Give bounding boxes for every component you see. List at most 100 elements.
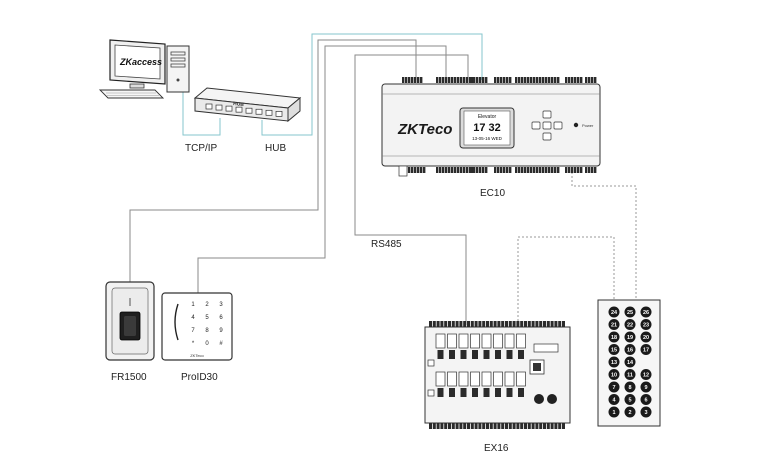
terminal-pin <box>524 167 527 173</box>
terminal-pin <box>539 423 543 429</box>
terminal-pin <box>558 321 562 327</box>
fr1500-wire <box>129 39 417 282</box>
terminal-pin <box>467 423 470 429</box>
keypad-key: 6 <box>219 315 223 321</box>
floor-button <box>608 319 620 330</box>
terminal-pin <box>497 423 501 429</box>
terminal-pin <box>535 423 539 429</box>
keypad-key: 1 <box>191 302 195 308</box>
relay <box>470 371 480 387</box>
terminal-pin <box>591 167 594 173</box>
keypad-key: 2 <box>205 302 209 308</box>
terminal-pin <box>508 423 512 429</box>
terminal-pin <box>588 167 591 173</box>
hub-port <box>275 110 283 117</box>
terminal-pin <box>506 167 509 173</box>
terminal-pin <box>463 423 467 429</box>
terminal-pin <box>515 77 518 83</box>
floor-button <box>624 406 636 418</box>
terminal-pin <box>524 77 527 83</box>
fr1500-reader <box>105 281 155 361</box>
terminal-pin <box>557 167 560 173</box>
terminal-pin <box>486 423 489 429</box>
ex16-capacitor <box>547 394 557 404</box>
ec10-bottom-terminals <box>398 165 597 177</box>
terminal-pin <box>548 77 551 83</box>
hub-port <box>215 104 223 111</box>
floor-button-label: 24 <box>611 310 618 316</box>
terminal-pin <box>451 321 455 327</box>
terminal-pin <box>568 167 571 173</box>
terminal-pin <box>542 77 545 83</box>
relay-coil <box>472 350 478 359</box>
floor-button-label: 21 <box>611 323 617 329</box>
floor-button <box>640 394 652 405</box>
terminal-pin <box>551 77 554 83</box>
floor-button <box>608 356 620 368</box>
floor-button-label: 16 <box>627 348 633 354</box>
floor-button-label: 15 <box>611 348 617 354</box>
terminal-pin <box>503 77 506 83</box>
floor-button <box>624 319 636 330</box>
relay <box>447 371 457 387</box>
hub-port <box>205 103 213 110</box>
floor-button-label: 4 <box>612 398 616 404</box>
terminal-pin <box>527 167 530 173</box>
terminal-pin <box>558 423 562 429</box>
relay <box>458 371 469 387</box>
terminal-pin <box>429 321 432 327</box>
terminal-pin <box>463 321 467 327</box>
floor-button <box>624 344 636 355</box>
floor-button <box>640 319 652 330</box>
terminal-pin <box>485 167 488 173</box>
terminal-pin <box>485 77 488 83</box>
terminal-pin <box>550 423 554 429</box>
terminal-pin <box>562 423 565 429</box>
terminal-pin <box>440 321 444 327</box>
pc: ZKaccess <box>98 39 190 99</box>
floor-button-label: 22 <box>627 323 633 329</box>
power-led-icon <box>573 122 579 128</box>
hub-device: HUB <box>193 87 302 123</box>
terminal-pin <box>489 321 493 327</box>
terminal-pin <box>508 321 512 327</box>
floor-button <box>624 306 636 318</box>
terminal-pin <box>411 167 414 173</box>
terminal-pin <box>516 321 520 327</box>
terminal-pin <box>486 321 489 327</box>
terminal-pin <box>588 77 591 83</box>
terminal-pin <box>482 77 485 83</box>
terminal-pin <box>520 321 524 327</box>
terminal-pin <box>473 167 476 173</box>
terminal-pin <box>503 167 506 173</box>
relay-coil <box>437 388 444 397</box>
keypad-key: * <box>192 341 195 347</box>
terminal-pin <box>479 77 482 83</box>
terminal-pin <box>554 77 557 83</box>
floor-button <box>608 306 620 318</box>
terminal-pin <box>571 167 574 173</box>
terminal-pin <box>527 321 531 327</box>
hub-port <box>235 106 243 113</box>
terminal-pin <box>501 321 505 327</box>
terminal-pin <box>494 167 497 173</box>
relay-coil <box>460 388 467 397</box>
terminal-pin <box>445 77 448 83</box>
ex16-buttons-wire <box>517 236 615 325</box>
terminal-pin <box>546 321 550 327</box>
terminal-pin <box>414 167 417 173</box>
terminal-pin <box>470 167 473 173</box>
floor-button-label: 8 <box>628 385 631 391</box>
floor-button-label: 9 <box>644 385 647 391</box>
terminal-pin <box>451 423 455 429</box>
terminal-pin <box>457 77 460 83</box>
labels: TCP/IP HUB EC10 RS485 FR1500 ProID30 EX1… <box>111 143 509 454</box>
floor-button <box>624 356 636 368</box>
terminal-pin <box>459 321 463 327</box>
keypad-key: 5 <box>205 315 209 321</box>
terminal-pin <box>585 77 588 83</box>
terminal-pin <box>448 423 451 429</box>
